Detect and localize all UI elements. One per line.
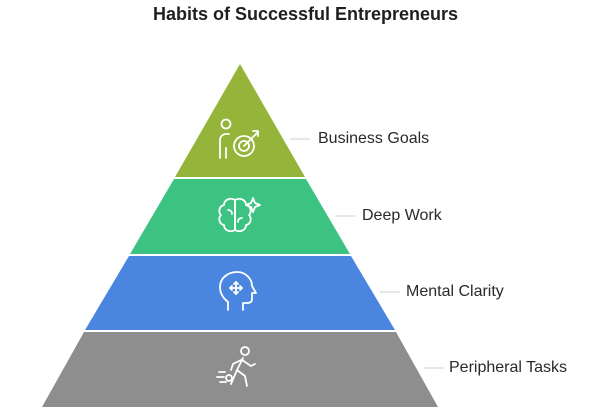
brain-sparkle-icon bbox=[218, 197, 261, 233]
diagram-title: Habits of Successful Entrepreneurs bbox=[152, 4, 459, 24]
goal-target-icon bbox=[219, 118, 259, 159]
walking-person-icon bbox=[216, 346, 256, 387]
label-peripheral-tasks: Peripheral Tasks bbox=[449, 359, 567, 376]
head-arrows-icon bbox=[219, 271, 257, 311]
pyramid-level-mental-clarity bbox=[85, 256, 395, 330]
pyramid-level-peripheral-tasks bbox=[42, 332, 438, 407]
label-deep-work: Deep Work bbox=[362, 207, 442, 224]
label-business-goals: Business Goals bbox=[318, 130, 430, 147]
pyramid-level-business-goals bbox=[175, 64, 305, 177]
pyramid-level-deep-work bbox=[130, 179, 350, 254]
label-mental-clarity: Mental Clarity bbox=[406, 283, 504, 300]
